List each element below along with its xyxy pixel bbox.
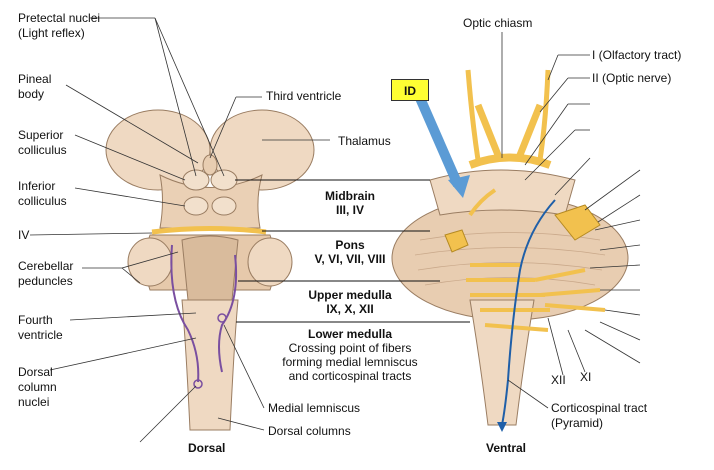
band-lower-medulla-sub3: and corticospinal tracts <box>288 369 412 383</box>
band-midbrain: Midbrain III, IV <box>290 189 410 217</box>
corticospinal-arrowhead <box>497 422 507 432</box>
dorsal-view-label: Dorsal <box>188 441 226 455</box>
band-separators <box>235 179 470 323</box>
olfactory-tract <box>465 69 481 161</box>
olfactory-tract-right <box>537 69 551 161</box>
medial-lemniscus-right <box>218 254 238 373</box>
band-upper-medulla-sub: IX, X, XII <box>326 302 374 316</box>
inferior-colliculus-left <box>183 196 209 216</box>
optic-chiasm-label: Optic chiasm <box>463 16 533 30</box>
cerebellar-peduncles-sublabel: peduncles <box>18 274 73 288</box>
medulla-ventral-shape <box>469 299 535 426</box>
band-pons-sub: V, VI, VII, VIII <box>314 252 386 266</box>
band-pons: Pons V, VI, VII, VIII <box>280 238 420 266</box>
inferior-colliculus-right <box>211 196 237 216</box>
dorsal-column-nuclei-label-3: nuclei <box>18 395 50 409</box>
band-lower-medulla-sub2: forming medial lemniscus <box>282 355 418 369</box>
fourth-ventricle-shape <box>181 235 239 307</box>
band-lower-medulla-sub: Crossing point of fibers <box>288 341 412 355</box>
band-lower-medulla: Lower medulla Crossing point of fibers f… <box>255 327 445 383</box>
olfactory-tract-label: I (Olfactory tract) <box>592 48 682 62</box>
corticospinal-tract-line <box>501 199 556 426</box>
pineal-body-sublabel: body <box>18 87 45 101</box>
optic-nerve-right <box>514 103 544 162</box>
trigeminal-nerve-left <box>444 229 469 253</box>
oculomotor-nerve <box>468 188 497 217</box>
superior-colliculus-left <box>182 169 210 191</box>
pretectal-nuclei-sublabel: (Light reflex) <box>18 26 85 40</box>
fourth-ventricle-sublabel: ventricle <box>18 328 63 342</box>
band-midbrain-sub: III, IV <box>335 203 364 217</box>
superior-colliculus-right <box>210 169 238 191</box>
peduncle-right <box>247 237 293 287</box>
dorsal-brainstem <box>105 109 315 431</box>
iv-label: IV <box>18 228 30 242</box>
xi-label: XI <box>580 370 592 384</box>
trochlear-nerve <box>151 226 267 235</box>
id-pointer-arrowhead <box>448 175 470 198</box>
band-upper-medulla-title: Upper medulla <box>308 288 392 302</box>
trigeminal-nerve <box>554 204 601 241</box>
pretectal-nuclei-label: Pretectal nuclei <box>18 11 101 25</box>
medulla-dorsal-shape <box>181 299 239 431</box>
dorsal-column-nucleus-left <box>193 379 203 389</box>
id-pointer-arrow-shaft <box>415 95 463 188</box>
dorsal-column-nuclei-label-2: column <box>18 380 57 394</box>
pons-striations <box>414 232 606 286</box>
id-tag: ID <box>391 79 429 101</box>
optic-nerve-label: II (Optic nerve) <box>592 71 672 85</box>
dorsal-column-nuclei-label-1: Dorsal <box>18 365 53 379</box>
band-upper-medulla: Upper medulla IX, X, XII <box>280 288 420 316</box>
corticospinal-tract-sublabel: (Pyramid) <box>551 416 604 430</box>
band-lower-medulla-title: Lower medulla <box>307 327 393 341</box>
medial-lemniscus-left <box>170 244 200 383</box>
optic-nerve-left <box>474 103 504 162</box>
xii-label: XII <box>551 373 566 387</box>
thalamus-label: Thalamus <box>338 134 391 148</box>
pineal-body-shape <box>202 154 218 176</box>
dorsal-columns-label: Dorsal columns <box>268 424 351 438</box>
optic-chiasm-shape <box>468 153 552 169</box>
cerebellar-peduncles-label: Cerebellar <box>18 259 74 273</box>
dorsal-leader-lines <box>29 17 330 443</box>
band-midbrain-title: Midbrain <box>325 189 375 203</box>
superior-colliculus-label: Superior <box>18 128 64 142</box>
medial-lemniscus-label: Medial lemniscus <box>268 401 361 415</box>
inferior-colliculus-sublabel: colliculus <box>18 194 67 208</box>
ventral-leader-lines <box>501 32 641 409</box>
ventral-view-label: Ventral <box>486 441 527 455</box>
third-ventricle-label: Third ventricle <box>266 89 342 103</box>
pineal-body-label: Pineal <box>18 72 52 86</box>
fourth-ventricle-label: Fourth <box>18 313 53 327</box>
ventral-brainstem <box>391 69 629 432</box>
inferior-colliculus-label: Inferior <box>18 179 56 193</box>
dorsal-column-nucleus-right <box>217 313 227 323</box>
corticospinal-tract-label: Corticospinal tract <box>551 401 648 415</box>
thalamus-right-shape <box>209 109 315 191</box>
midbrain-shape <box>159 174 263 229</box>
band-pons-title: Pons <box>335 238 365 252</box>
superior-colliculus-sublabel: colliculus <box>18 143 67 157</box>
